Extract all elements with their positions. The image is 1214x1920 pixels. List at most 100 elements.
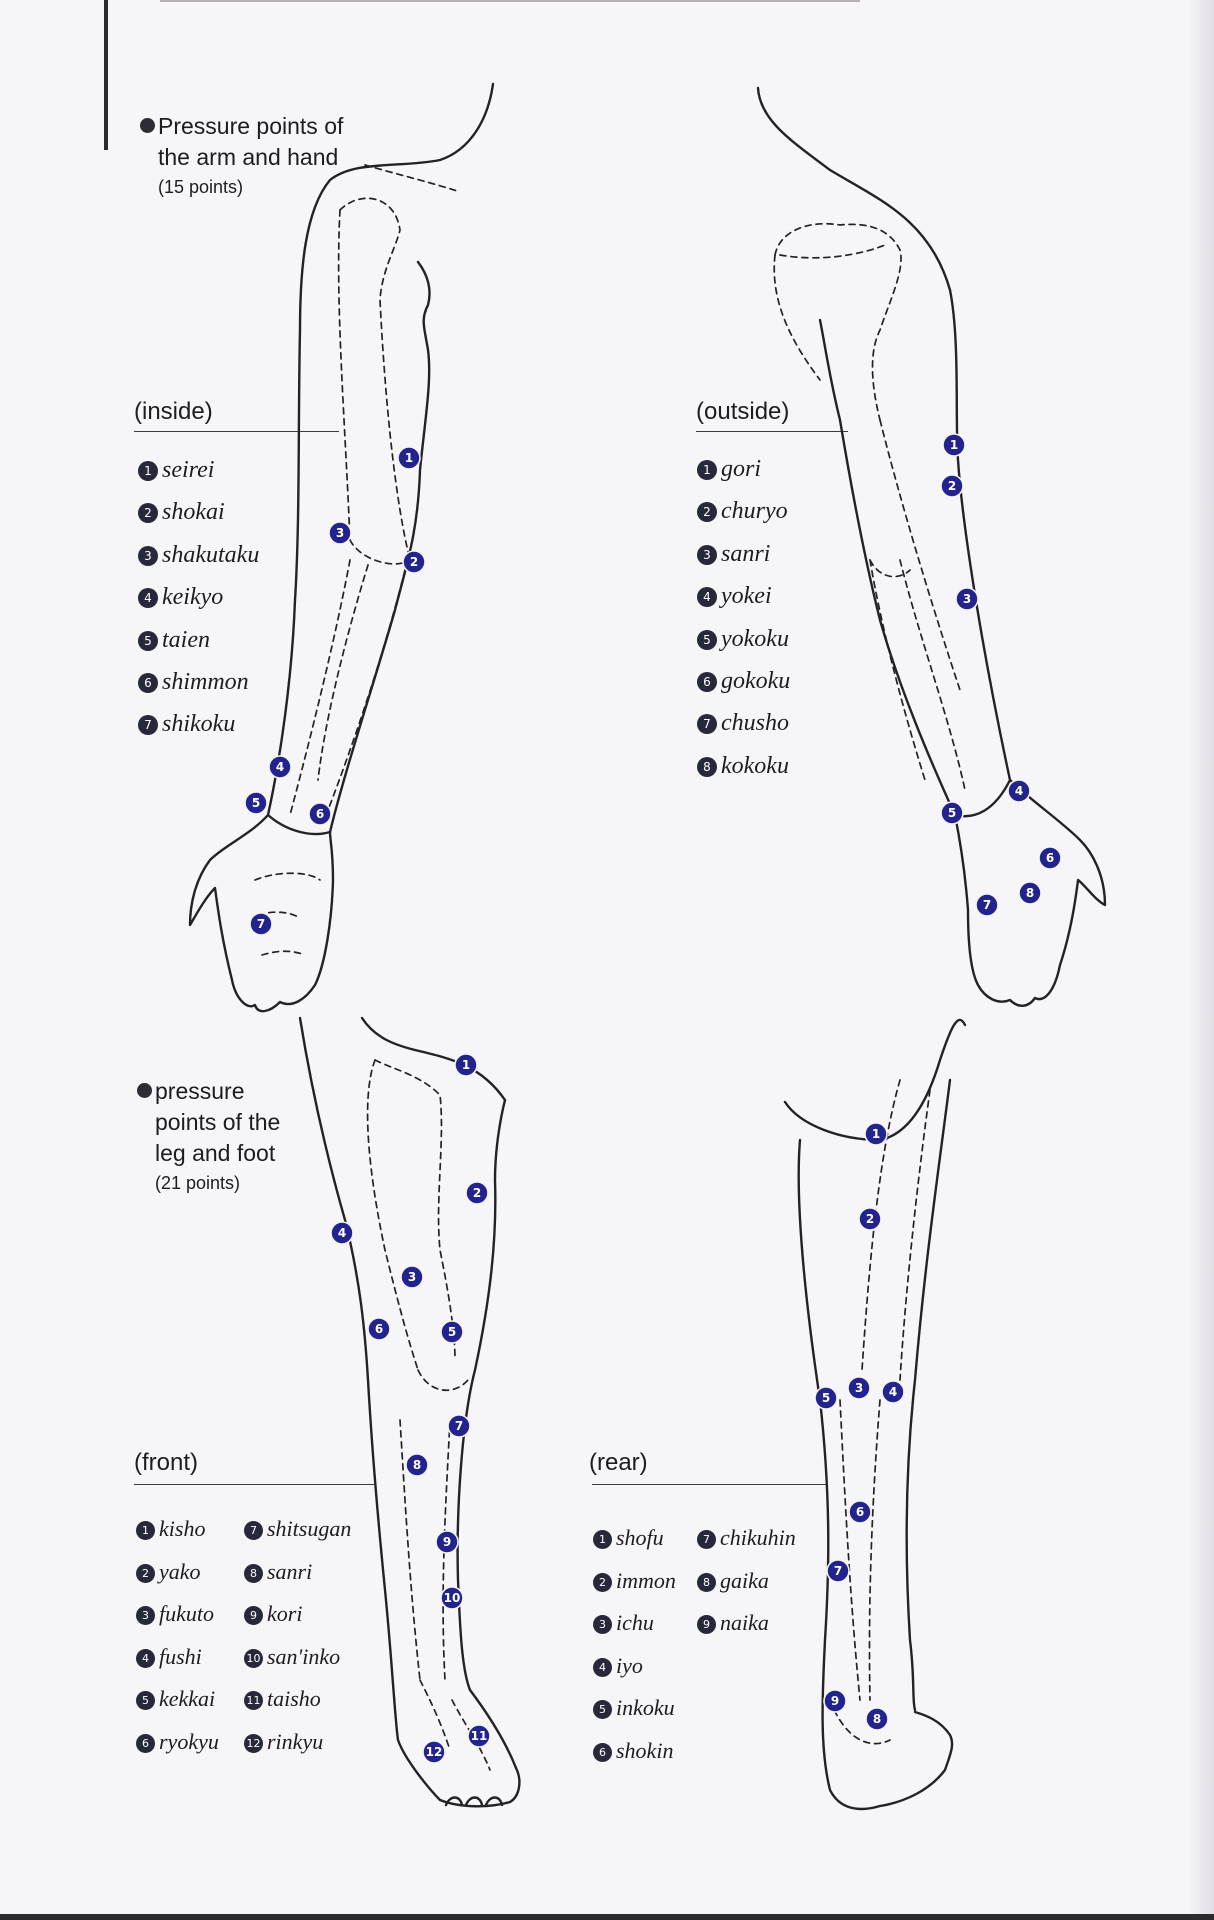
pressure-point: 3: [847, 1376, 871, 1400]
pressure-point: 4: [330, 1221, 354, 1245]
point-number-badge: 8: [697, 756, 717, 777]
point-number-badge: 5: [136, 1691, 155, 1710]
point-number-badge: 6: [136, 1733, 155, 1753]
inside-label: (inside): [134, 398, 213, 425]
svg-text:1: 1: [872, 1127, 880, 1141]
svg-text:7: 7: [983, 898, 991, 912]
pressure-point: 4: [881, 1380, 905, 1404]
pressure-point: 12: [422, 1740, 446, 1764]
svg-text:2: 2: [866, 1212, 874, 1226]
svg-text:5: 5: [252, 796, 260, 810]
svg-text:2: 2: [948, 479, 956, 493]
arm-point-count: (15 points): [158, 177, 244, 197]
point-number-badge: 3: [593, 1615, 612, 1634]
svg-text:8: 8: [1026, 886, 1034, 900]
point-number-badge: 5: [697, 629, 717, 650]
svg-text:5: 5: [448, 1325, 456, 1339]
pressure-point: 1: [864, 1122, 888, 1146]
pressure-point: 3: [955, 587, 979, 611]
inside-arm-figure: [188, 82, 495, 1013]
svg-text:1: 1: [462, 1058, 470, 1072]
svg-text:10: 10: [444, 1591, 461, 1605]
pressure-point: 5: [940, 801, 964, 825]
svg-text:4: 4: [1015, 784, 1023, 798]
svg-text:6: 6: [375, 1322, 383, 1336]
point-number-badge: 3: [136, 1606, 155, 1625]
arm-section-heading: Pressure points of the arm and hand (15 …: [140, 111, 343, 201]
point-number-badge: 10: [244, 1648, 263, 1668]
pressure-point: 5: [440, 1320, 464, 1344]
leg-heading-line-3: leg and foot: [155, 1140, 276, 1166]
point-number-badge: 2: [697, 502, 717, 523]
pressure-point: 4: [268, 755, 292, 779]
point-number-badge: 6: [593, 1742, 612, 1762]
pressure-point: 7: [826, 1559, 850, 1583]
point-number-badge: 6: [138, 672, 158, 693]
rear-label: (rear): [589, 1449, 648, 1476]
svg-text:9: 9: [831, 1694, 839, 1708]
pressure-point: 3: [400, 1265, 424, 1289]
bottom-edge-band: [0, 1914, 1214, 1920]
front-leg-figure: [298, 1016, 521, 1808]
svg-text:4: 4: [889, 1385, 897, 1399]
front-underline: [134, 1484, 374, 1485]
rear-underline: [592, 1484, 826, 1485]
point-number-badge: 8: [244, 1563, 263, 1583]
point-number-badge: 6: [697, 671, 717, 692]
point-number-badge: 12: [244, 1733, 263, 1753]
svg-text:2: 2: [473, 1186, 481, 1200]
svg-text:9: 9: [443, 1535, 451, 1549]
pressure-point: 9: [435, 1530, 459, 1554]
arm-heading-line-1: Pressure points of: [158, 113, 344, 139]
pressure-point: 7: [447, 1414, 471, 1438]
leg-section-heading: pressure points of the leg and foot (21 …: [137, 1076, 280, 1197]
pressure-point: 6: [848, 1500, 872, 1524]
leg-point-count: (21 points): [155, 1173, 241, 1193]
svg-text:1: 1: [405, 451, 413, 465]
pressure-point: 6: [308, 802, 332, 826]
point-number-badge: 8: [697, 1572, 716, 1592]
svg-text:3: 3: [963, 592, 971, 606]
point-number-badge: 4: [138, 588, 158, 609]
point-number-badge: 1: [593, 1530, 612, 1549]
inside-underline: [134, 431, 339, 432]
svg-text:5: 5: [948, 806, 956, 820]
point-number-badge: 7: [697, 1530, 716, 1549]
point-number-badge: 1: [138, 461, 158, 481]
svg-text:6: 6: [856, 1505, 864, 1519]
pressure-point: 5: [814, 1386, 838, 1410]
point-number-badge: 7: [697, 714, 717, 735]
point-number-badge: 2: [138, 503, 158, 524]
svg-text:4: 4: [276, 760, 284, 774]
pressure-point: 8: [865, 1707, 889, 1731]
point-number-badge: 3: [697, 544, 717, 565]
point-number-badge: 11: [244, 1691, 263, 1710]
pressure-point: 8: [405, 1453, 429, 1477]
bullet-icon: [140, 118, 155, 133]
point-number-badge: 4: [697, 587, 717, 608]
svg-text:7: 7: [257, 917, 265, 931]
svg-text:7: 7: [834, 1564, 842, 1578]
